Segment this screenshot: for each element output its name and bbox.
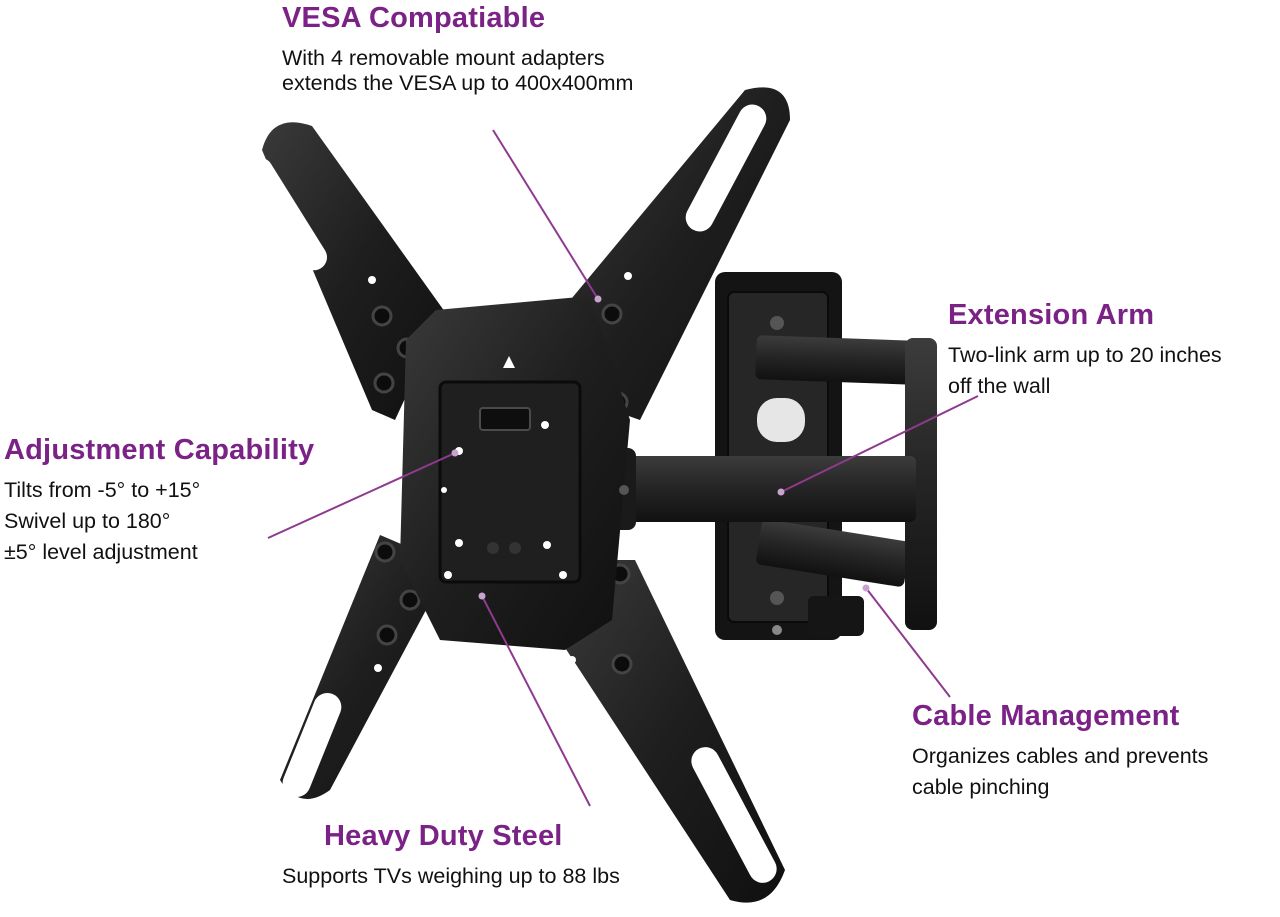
vesa-line-2: extends the VESA up to 400x400mm [282,71,634,95]
adjustment-leader-line [267,452,456,539]
extension-line-1: Two-link arm up to 20 inches [948,343,1222,367]
central-mount-plate [400,296,630,650]
vesa-callout: VESA Compatiable With 4 removable mount … [282,2,633,99]
cable-line-1: Organizes cables and prevents [912,744,1209,768]
heavy-leader-line [481,595,591,807]
adjustment-line-2: Swivel up to 180° [4,509,171,533]
extension-leader-line [780,395,979,493]
vesa-leader-line [492,129,599,300]
extension-arm [600,335,937,636]
up-arrow-icon [503,356,515,368]
adjustment-title: Adjustment Capability [4,434,315,466]
cable-line-2: cable pinching [912,775,1050,799]
heavy-title: Heavy Duty Steel [324,820,563,852]
cable-title: Cable Management [912,700,1180,732]
heavy-duty-callout: Heavy Duty Steel Supports TVs weighing u… [282,820,620,892]
heavy-line-1: Supports TVs weighing up to 88 lbs [282,864,620,888]
vesa-title: VESA Compatiable [282,2,546,34]
adjustment-line-3: ±5° level adjustment [4,540,198,564]
cable-leader-line [865,587,951,698]
leader-lines [267,129,979,807]
extension-title: Extension Arm [948,299,1155,331]
adjustment-line-1: Tilts from -5° to +15° [4,478,201,502]
cable-management-callout: Cable Management Organizes cables and pr… [912,700,1208,803]
extension-arm-callout: Extension Arm Two-link arm up to 20 inch… [948,299,1222,402]
vesa-line-1: With 4 removable mount adapters [282,46,605,70]
adapter-bracket-bottom-left [280,535,450,799]
adjustment-callout: Adjustment Capability Tilts from -5° to … [4,434,314,568]
extension-line-2: off the wall [948,374,1051,398]
leader-dots [451,295,870,600]
